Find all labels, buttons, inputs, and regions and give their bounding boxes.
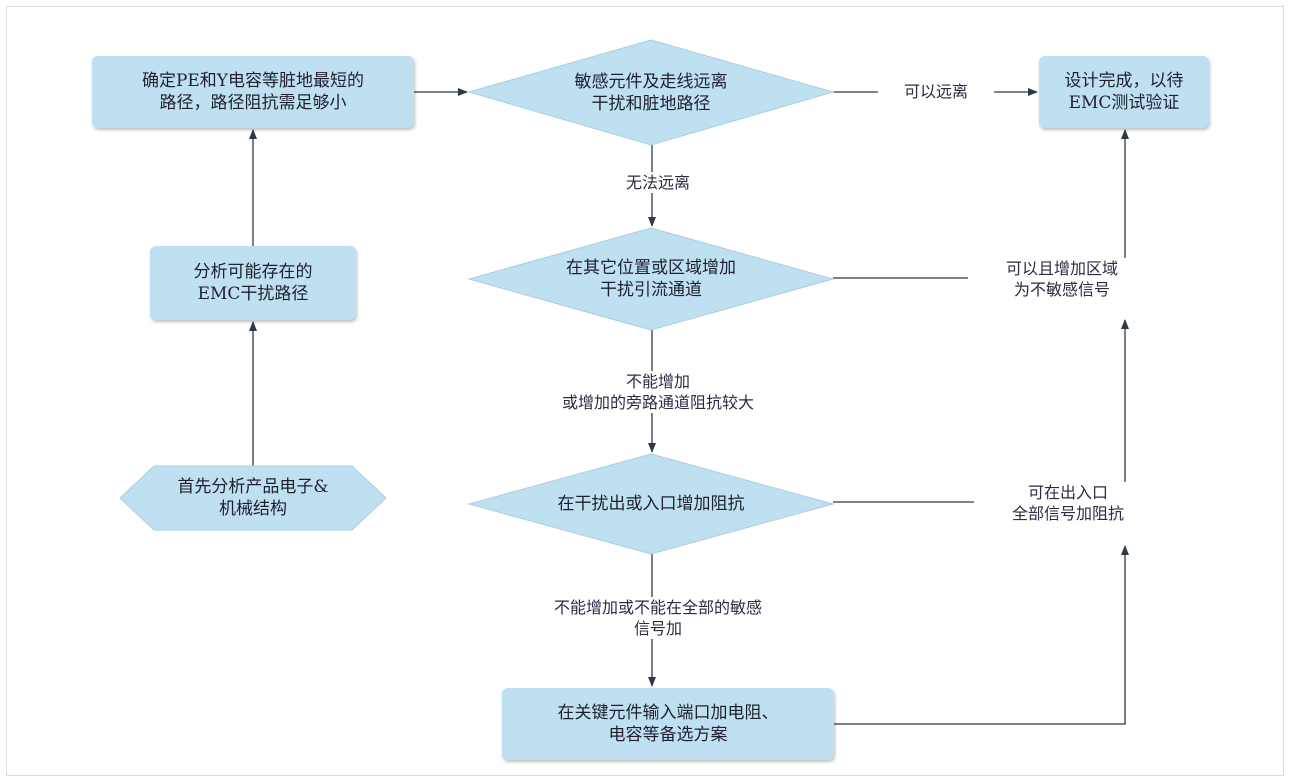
label-cannot-add-bypass: 不能增加 或增加的旁路通道阻抗较大 xyxy=(500,371,816,413)
analyze-node: 分析可能存在的 EMC干扰路径 xyxy=(150,246,356,320)
diagram-frame xyxy=(6,6,1284,776)
label-can-add-io: 可在出入口 全部信号加阻抗 xyxy=(974,482,1162,524)
arrow-bypass-to-done xyxy=(833,129,1129,279)
decision-impedance-node: 在干扰出或入口增加阻抗 xyxy=(467,453,835,555)
decision-impedance-diamond xyxy=(467,453,835,555)
backup-plan-text: 在关键元件输入端口加电阻、 电容等备选方案 xyxy=(557,703,779,745)
arrow-backup-to-done xyxy=(834,545,1129,725)
decision-bypass-diamond xyxy=(467,227,835,331)
start-node: 首先分析产品电子& 机械结构 xyxy=(119,465,387,531)
label-cannot-add-all: 不能增加或不能在全部的敏感 信号加 xyxy=(500,597,816,639)
label-cannot-away: 无法远离 xyxy=(600,172,716,193)
label-can-add-region: 可以且增加区域 为不敏感信号 xyxy=(968,258,1156,300)
backup-plan-node: 在关键元件输入端口加电阻、 电容等备选方案 xyxy=(502,688,834,760)
decision-bypass-text: 在其它位置或区域增加 干扰引流通道 xyxy=(566,258,736,300)
arrow-impedance-to-done xyxy=(833,319,1129,503)
decision-impedance-text: 在干扰出或入口增加阻抗 xyxy=(557,494,745,514)
decision-away-diamond xyxy=(467,39,835,146)
start-hexagon-shape xyxy=(119,465,387,531)
design-done-text: 设计完成，以待 EMC测试验证 xyxy=(1064,71,1184,113)
pe-path-node-text: 确定PE和Y电容等脏地最短的 路径，路径阻抗需足够小 xyxy=(141,71,365,113)
pe-path-node: 确定PE和Y电容等脏地最短的 路径，路径阻抗需足够小 xyxy=(92,56,414,128)
decision-away-node: 敏感元件及走线远离 干扰和脏地路径 xyxy=(467,39,835,146)
design-done-node: 设计完成，以待 EMC测试验证 xyxy=(1039,56,1209,128)
decision-bypass-node: 在其它位置或区域增加 干扰引流通道 xyxy=(467,227,835,331)
start-node-text: 首先分析产品电子& 机械结构 xyxy=(177,477,329,519)
label-can-away: 可以远离 xyxy=(878,81,994,102)
decision-away-text: 敏感元件及走线远离 干扰和脏地路径 xyxy=(574,71,728,114)
analyze-node-text: 分析可能存在的 EMC干扰路径 xyxy=(193,262,313,304)
